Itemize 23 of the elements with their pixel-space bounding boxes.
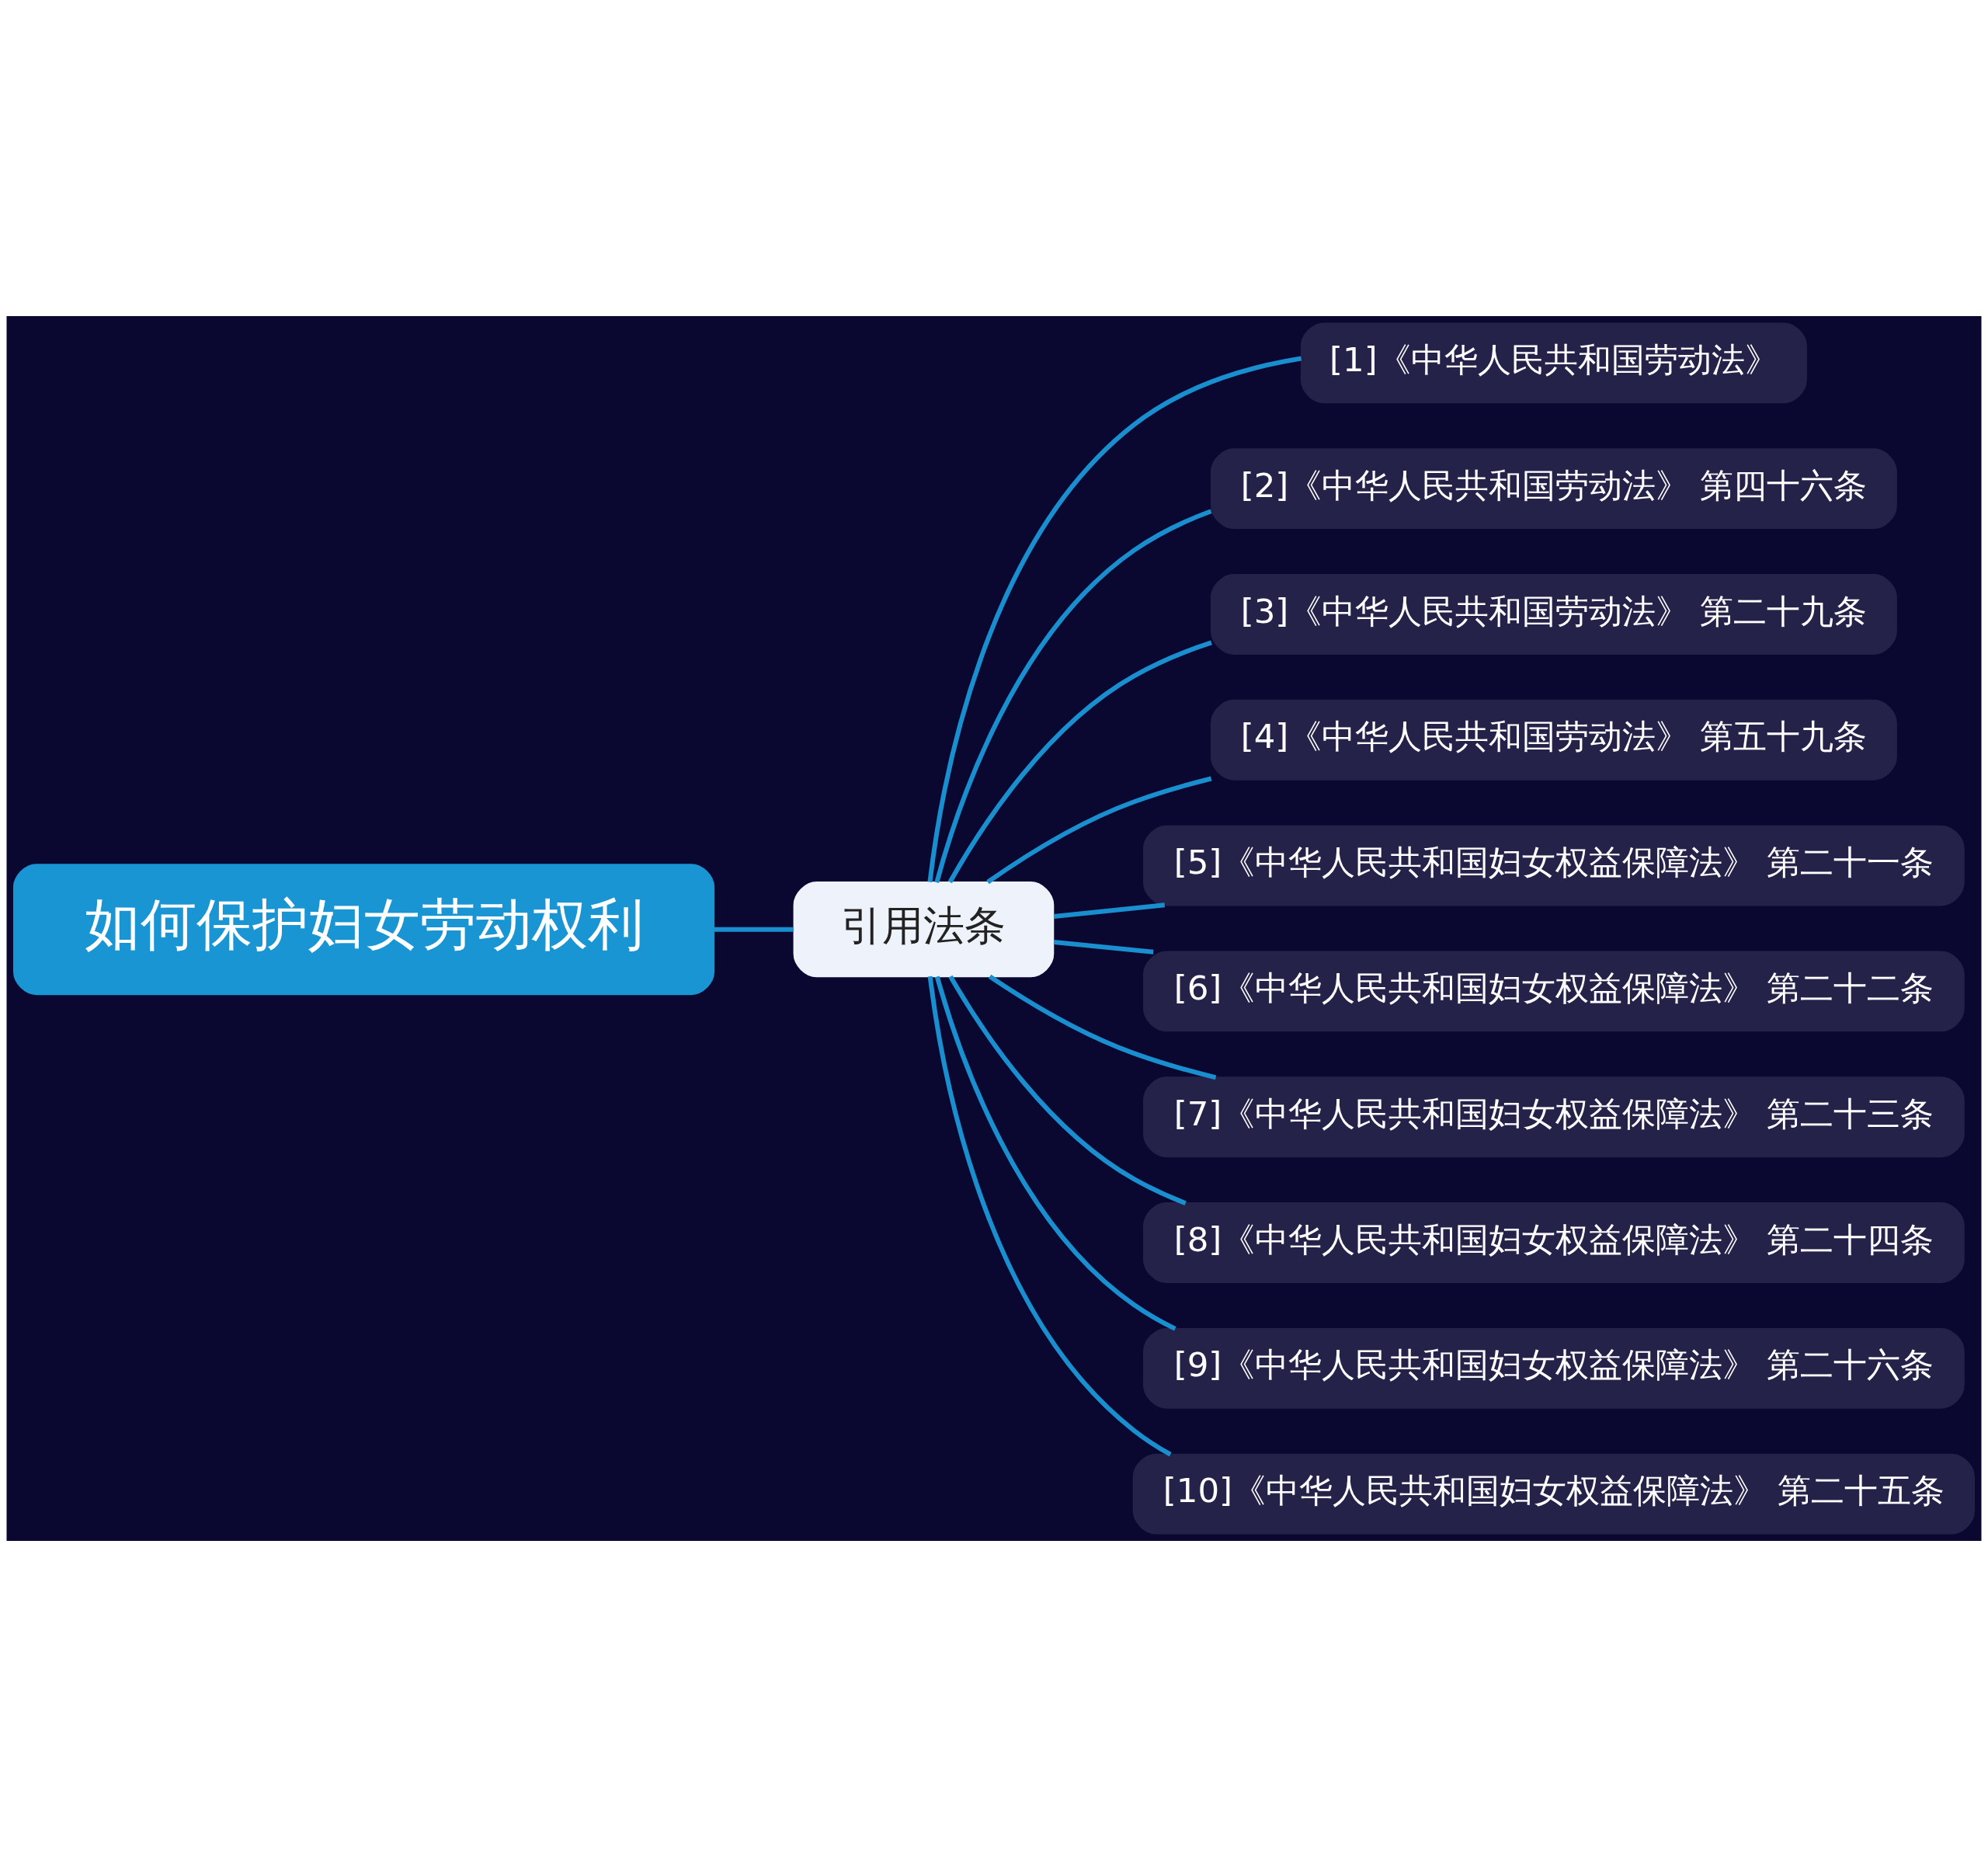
- connector: [948, 975, 1187, 1206]
- node-box: [9]《中华人民共和国妇女权益保障法》 第二十六条: [1143, 1327, 1965, 1409]
- connector: [947, 640, 1212, 884]
- node-box: [2]《中华人民共和国劳动法》 第四十六条: [1210, 448, 1897, 530]
- node-box: 引用法条: [793, 882, 1055, 978]
- connector: [988, 974, 1217, 1080]
- node-box: [1]《中华人民共和国劳动法》: [1300, 322, 1807, 404]
- connector: [927, 356, 1302, 883]
- node-box: [7]《中华人民共和国妇女权益保障法》 第二十三条: [1143, 1076, 1965, 1158]
- node-box: [8]《中华人民共和国妇女权益保障法》 第二十四条: [1143, 1202, 1965, 1283]
- connector: [986, 776, 1212, 885]
- node-box: [5]《中华人民共和国妇女权益保障法》 第二十一条: [1143, 825, 1965, 906]
- node-box: [3]《中华人民共和国劳动法》 第二十九条: [1210, 574, 1897, 655]
- connector: [934, 975, 1176, 1331]
- connector: [927, 975, 1172, 1457]
- node-box: 如何保护妇女劳动权利: [12, 864, 715, 996]
- node-box: [4]《中华人民共和国劳动法》 第五十九条: [1210, 699, 1897, 781]
- connector: [1053, 940, 1154, 955]
- node-box: [6]《中华人民共和国妇女权益保障法》 第二十二条: [1143, 951, 1965, 1032]
- connector: [714, 927, 794, 932]
- connector: [934, 509, 1212, 884]
- node-box: [10]《中华人民共和国妇女权益保障法》 第二十五条: [1132, 1453, 1976, 1535]
- connector: [1053, 902, 1166, 919]
